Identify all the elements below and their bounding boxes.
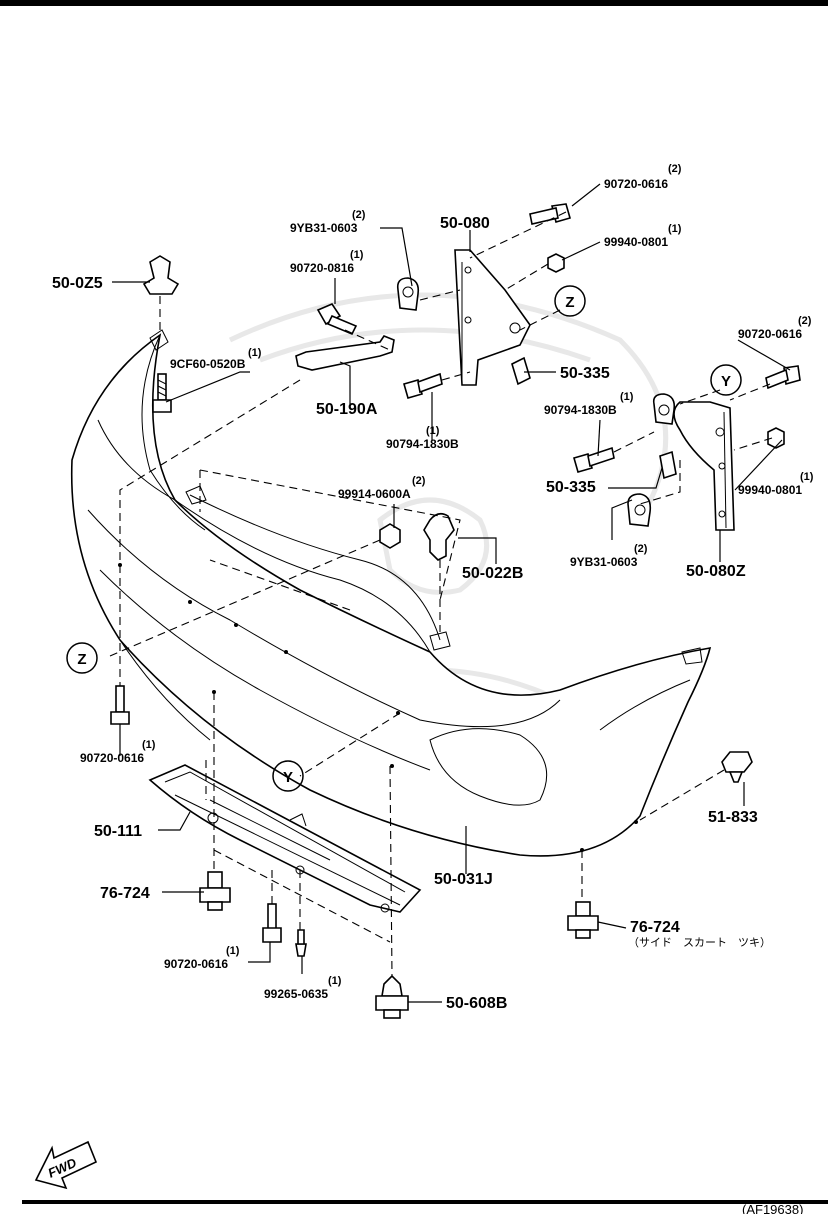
fwd-arrow: FWD xyxy=(34,1140,98,1190)
label-90794-right: 90794-1830B xyxy=(544,403,617,417)
bracket-50-190A xyxy=(295,335,395,371)
label-50-080Z: 50-080Z xyxy=(686,563,746,580)
callout-y-bottom: Y xyxy=(272,760,304,792)
label-50-0Z5: 50-0Z5 xyxy=(52,275,103,292)
bolt-90720-0616-right xyxy=(765,365,801,390)
nut-99940-top xyxy=(547,253,565,273)
svg-text:(2): (2) xyxy=(798,315,812,327)
clip-near-y xyxy=(652,393,676,425)
bolt-90794-left xyxy=(403,372,443,399)
label-50-335-top: 50-335 xyxy=(560,365,610,382)
callout-y-right: Y xyxy=(710,364,742,396)
svg-text:(1): (1) xyxy=(620,391,634,403)
leader-lines xyxy=(112,183,791,1003)
label-51-833: 51-833 xyxy=(708,809,758,826)
label-76-724-note: （サイド スカート ツキ） xyxy=(628,936,771,949)
clip-9YB31-right xyxy=(627,493,652,527)
bolt-90720-0616-left xyxy=(110,685,130,725)
svg-text:(2): (2) xyxy=(352,209,366,221)
svg-text:(1): (1) xyxy=(350,249,364,261)
svg-text:(1): (1) xyxy=(800,471,814,483)
clip-9YB31-top xyxy=(396,277,420,311)
label-50-608B: 50-608B xyxy=(446,995,507,1012)
bolt-90720-0816 xyxy=(316,303,358,336)
svg-text:(1): (1) xyxy=(226,945,240,957)
label-90720-0816: 90720-0816 xyxy=(290,261,354,275)
svg-text:(2): (2) xyxy=(412,475,426,487)
clip-50-335-top xyxy=(511,356,531,386)
assembly-lines xyxy=(109,211,773,977)
clip-50-022B xyxy=(423,512,455,561)
under-cover-50-111 xyxy=(148,764,422,913)
label-50-080: 50-080 xyxy=(440,215,490,232)
clip-50-335-mid xyxy=(659,450,677,480)
svg-text:Y: Y xyxy=(283,769,293,786)
bracket-50-080 xyxy=(454,249,531,386)
top-border xyxy=(0,0,828,6)
screw-9CF60 xyxy=(152,373,172,413)
label-90720-0616-right: 90720-0616 xyxy=(738,327,802,341)
label-76-724-left: 76-724 xyxy=(100,885,150,902)
bolt-90720-0616-bottom xyxy=(262,903,282,943)
footer-code: (AF19638) xyxy=(742,1202,803,1214)
clip-50-0Z5 xyxy=(142,255,180,295)
svg-text:(2): (2) xyxy=(668,163,682,175)
fastener-76-724-left xyxy=(199,871,231,911)
screw-99265 xyxy=(295,929,307,957)
svg-text:(1): (1) xyxy=(426,425,440,437)
clip-50-608B xyxy=(375,974,409,1019)
part-labels: 50-0Z5 (1) 9CF60-0520B (1) 90720-0816 (2… xyxy=(52,163,814,1012)
label-50-190A: 50-190A xyxy=(316,401,378,418)
label-76-724-right: 76-724 xyxy=(630,919,680,936)
svg-text:(1): (1) xyxy=(142,739,156,751)
label-50-022B: 50-022B xyxy=(462,565,523,582)
clip-51-833 xyxy=(721,751,753,783)
label-90794-left: 90794-1830B xyxy=(386,437,459,451)
svg-text:Z: Z xyxy=(565,294,574,311)
nut-99914 xyxy=(379,523,401,549)
svg-text:(2): (2) xyxy=(634,543,648,555)
label-9CF60: 9CF60-0520B xyxy=(170,357,246,371)
svg-text:(1): (1) xyxy=(668,223,682,235)
label-99265: 99265-0635 xyxy=(264,987,328,1001)
callout-z-left: Z xyxy=(66,642,98,674)
label-50-111: 50-111 xyxy=(94,823,142,840)
bottom-border xyxy=(22,1200,828,1204)
label-9YB31-top: 9YB31-0603 xyxy=(290,221,358,235)
label-90720-0616-bottom: 90720-0616 xyxy=(164,957,228,971)
bumper-50-031J xyxy=(70,329,712,857)
svg-text:(1): (1) xyxy=(328,975,342,987)
label-99914: 99914-0600A xyxy=(338,487,411,501)
callout-z-top: Z xyxy=(554,285,586,317)
bolt-90794-right xyxy=(573,446,615,473)
label-99940-top: 99940-0801 xyxy=(604,235,668,249)
label-90720-0616-top: 90720-0616 xyxy=(604,177,668,191)
fastener-76-724-right xyxy=(567,901,599,939)
label-50-335-mid: 50-335 xyxy=(546,479,596,496)
svg-text:Z: Z xyxy=(77,651,86,668)
bracket-50-080Z xyxy=(673,401,735,531)
svg-text:Y: Y xyxy=(721,373,731,390)
label-90720-0616-left: 90720-0616 xyxy=(80,751,144,765)
label-50-031J: 50-031J xyxy=(434,871,493,888)
label-99940-right: 99940-0801 xyxy=(738,483,802,497)
bolt-90720-0616-top xyxy=(529,203,571,225)
label-9YB31-right: 9YB31-0603 xyxy=(570,555,638,569)
svg-text:(1): (1) xyxy=(248,347,262,359)
